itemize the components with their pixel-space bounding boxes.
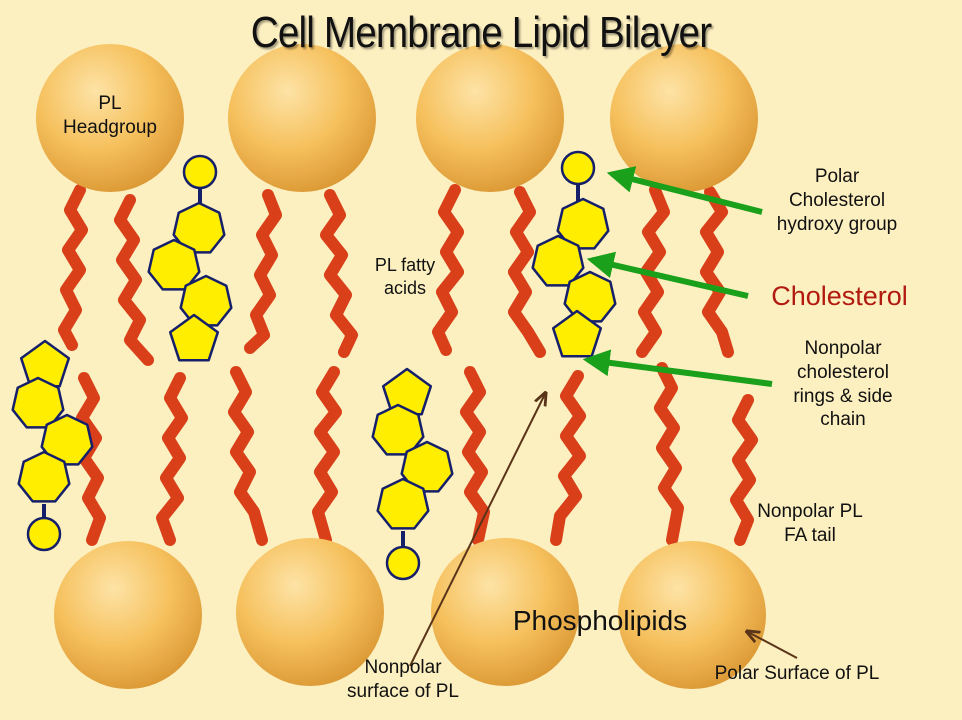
label-pl-fatty-acids: PL fatty acids bbox=[374, 255, 436, 298]
cholesterol-molecule bbox=[531, 150, 617, 358]
cholesterol-hydroxy-group bbox=[182, 154, 218, 190]
phospholipid-headgroup bbox=[236, 538, 384, 686]
fatty-acid-tail bbox=[156, 372, 188, 546]
cholesterol-pentagon-ring bbox=[551, 309, 603, 358]
fatty-acid-tail bbox=[114, 194, 154, 366]
fatty-acid-tail bbox=[244, 189, 282, 354]
phospholipid-headgroup bbox=[228, 44, 376, 192]
arrow-to-hydroxy-group bbox=[606, 166, 763, 215]
cholesterol-heptagon-ring bbox=[371, 403, 425, 456]
cholesterol-heptagon-ring bbox=[376, 477, 430, 530]
fatty-acid-tail bbox=[654, 362, 684, 546]
fatty-acid-tail bbox=[312, 366, 342, 546]
label-polar-surface: Polar Surface of PL bbox=[714, 663, 880, 684]
upper-headgroups bbox=[36, 44, 758, 192]
cholesterol-pentagon-ring bbox=[168, 313, 220, 362]
cholesterol-molecule bbox=[11, 339, 94, 552]
phospholipid-headgroup bbox=[416, 44, 564, 192]
cholesterol-heptagon-ring bbox=[172, 201, 226, 254]
fatty-acid-tail bbox=[550, 370, 586, 546]
arrow-to-nonpolar-surface bbox=[409, 394, 545, 667]
cholesterol-heptagon-ring bbox=[11, 376, 65, 429]
label-nonpolar-pl-fa-tail: Nonpolar PL FA tail bbox=[757, 501, 863, 546]
cholesterol-molecule bbox=[147, 154, 233, 362]
phospholipid-headgroup bbox=[431, 538, 579, 686]
fatty-acid-tail bbox=[460, 366, 490, 546]
label-phospholipids: Phospholipids bbox=[512, 605, 688, 636]
fatty-acid-tail bbox=[730, 394, 758, 546]
cholesterol-heptagon-ring bbox=[147, 238, 201, 291]
diagram-title: Cell Membrane Lipid Bilayer bbox=[250, 8, 712, 57]
arrow-to-cholesterol-rings bbox=[582, 349, 773, 387]
cholesterol-hydroxy-group bbox=[385, 545, 421, 581]
cholesterol-heptagon-ring bbox=[40, 413, 94, 466]
fatty-acid-tail bbox=[432, 184, 464, 356]
arrow-to-cholesterol bbox=[586, 251, 749, 299]
cholesterol-heptagon-ring bbox=[556, 197, 610, 250]
fatty-acid-tail bbox=[228, 366, 268, 546]
cholesterol-molecules bbox=[11, 150, 617, 581]
fatty-acid-tail bbox=[58, 184, 88, 351]
upper-fatty-acid-tails bbox=[58, 184, 734, 366]
pointer-arrows bbox=[409, 166, 798, 667]
label-cholesterol: Cholesterol bbox=[771, 281, 908, 311]
phospholipid-headgroup bbox=[54, 541, 202, 689]
phospholipid-headgroup bbox=[36, 44, 184, 192]
cholesterol-heptagon-ring bbox=[531, 234, 585, 287]
fatty-acid-tail bbox=[508, 186, 546, 358]
label-nonpolar-cholesterol-rings: Nonpolar cholesterol rings & side chain bbox=[793, 338, 893, 431]
cholesterol-hydroxy-group bbox=[560, 150, 596, 186]
cholesterol-hydroxy-group bbox=[26, 516, 62, 552]
label-pl-headgroup: PL Headgroup bbox=[62, 93, 158, 138]
lower-headgroups bbox=[54, 538, 766, 689]
arrow-to-polar-surface bbox=[748, 632, 798, 659]
fatty-acid-tail bbox=[320, 189, 358, 358]
phospholipid-headgroup bbox=[610, 44, 758, 192]
phospholipid-headgroup bbox=[618, 541, 766, 689]
cholesterol-pentagon-ring bbox=[19, 339, 71, 388]
cholesterol-molecule bbox=[371, 367, 454, 581]
fatty-acid-tail bbox=[700, 186, 734, 358]
fatty-acid-tail bbox=[76, 372, 106, 546]
label-nonpolar-surface: Nonpolar surface of PL bbox=[347, 657, 459, 702]
cholesterol-heptagon-ring bbox=[17, 450, 71, 503]
label-polar-cholesterol-hydroxy: Polar Cholesterol hydroxy group bbox=[776, 166, 898, 235]
cholesterol-heptagon-ring bbox=[400, 440, 454, 493]
